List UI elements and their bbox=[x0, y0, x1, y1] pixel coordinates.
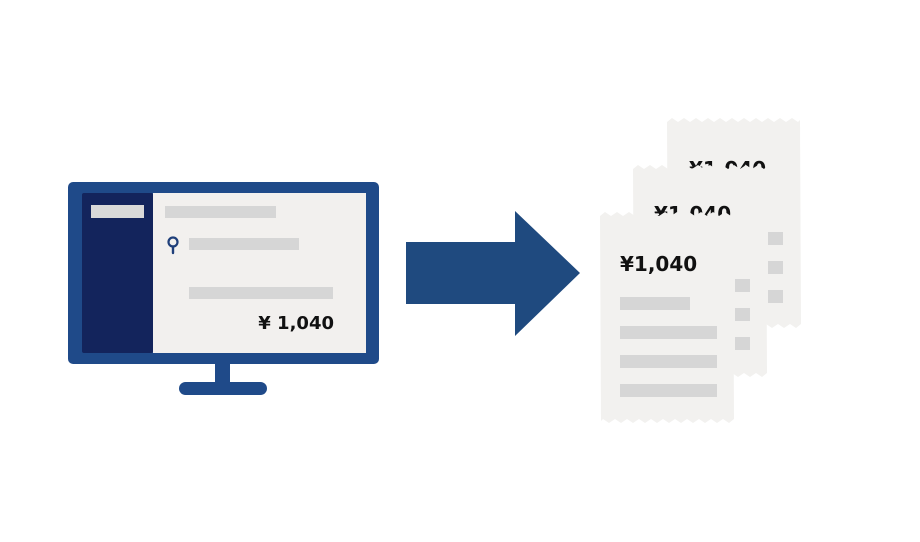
monitor-screen bbox=[153, 193, 366, 353]
receipt-middle-tick-3 bbox=[735, 337, 750, 350]
receipt-back-tick-1 bbox=[768, 232, 783, 245]
receipt-front-line-2 bbox=[620, 326, 717, 339]
receipt-middle-tick-2 bbox=[735, 308, 750, 321]
receipt-front-line-3 bbox=[620, 355, 717, 368]
receipt-front: ¥1,040 bbox=[600, 212, 734, 423]
screen-placeholder-title bbox=[165, 206, 276, 218]
map-pin-icon bbox=[167, 236, 179, 255]
receipt-middle-tick-1 bbox=[735, 279, 750, 292]
monitor-neck bbox=[215, 364, 230, 384]
receipt-back-tick-3 bbox=[768, 290, 783, 303]
receipt-front-price: ¥1,040 bbox=[620, 252, 697, 276]
receipt-front-paper bbox=[600, 212, 734, 423]
monitor-price: ¥ 1,040 bbox=[258, 313, 334, 334]
monitor: ¥ 1,040 bbox=[68, 182, 379, 395]
monitor-sidebar bbox=[82, 193, 153, 353]
receipt-front-line-1 bbox=[620, 297, 690, 310]
receipt-back-tick-2 bbox=[768, 261, 783, 274]
screen-placeholder-address bbox=[189, 238, 299, 250]
sidebar-placeholder bbox=[91, 205, 144, 218]
receipt-front-line-4 bbox=[620, 384, 717, 397]
arrow-right-icon bbox=[406, 211, 580, 336]
screen-placeholder-item bbox=[189, 287, 333, 299]
monitor-base bbox=[179, 382, 267, 395]
